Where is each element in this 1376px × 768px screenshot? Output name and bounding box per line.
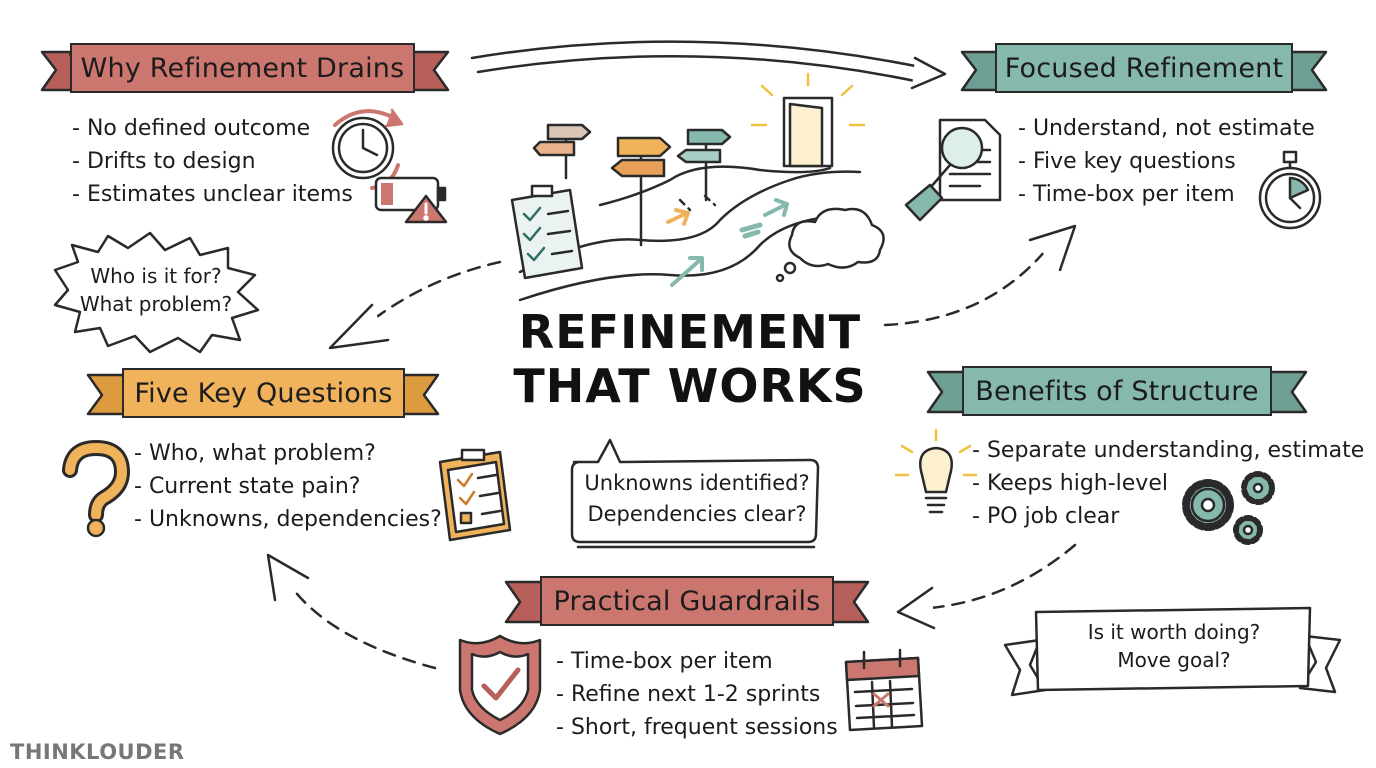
- warning-icon: [404, 194, 448, 224]
- questions-list: Who, what problem? Current state pain? U…: [134, 437, 442, 536]
- callout-line: Who is it for?: [90, 264, 222, 288]
- arrow-left-lower: [288, 583, 437, 670]
- list-item: Current state pain?: [134, 470, 442, 503]
- list-item: Unknowns, dependencies?: [134, 503, 442, 536]
- drains-list: No defined outcome Drifts to design Esti…: [72, 112, 353, 211]
- clipboard-icon: [438, 448, 512, 542]
- guardrails-list: Time-box per item Refine next 1-2 sprint…: [556, 645, 838, 744]
- arrow-right-upper: [883, 243, 1052, 327]
- page-title: REFINEMENT THAT WORKS: [470, 305, 910, 413]
- worth-callout-shape: [1003, 606, 1342, 697]
- callout-line: Is it worth doing?: [1087, 620, 1261, 644]
- arrow-top: [470, 40, 937, 72]
- list-item: Drifts to design: [72, 145, 353, 178]
- guardrails-heading: Practical Guardrails: [540, 576, 834, 626]
- unknowns-callout-shape: [570, 438, 820, 549]
- central-scene: [518, 72, 885, 302]
- benefits-heading: Benefits of Structure: [962, 366, 1272, 416]
- callout-line: Dependencies clear?: [587, 502, 807, 526]
- callout-line: What problem?: [79, 292, 233, 316]
- list-item: Who, what problem?: [134, 437, 442, 470]
- cloud-icon: [775, 207, 885, 283]
- list-item: Estimates unclear items: [72, 178, 353, 211]
- title-line-1: REFINEMENT: [518, 305, 862, 359]
- list-item: Separate understanding, estimate: [972, 434, 1364, 467]
- lightbulb-icon: [894, 428, 978, 514]
- callout-line: Unknowns identified?: [584, 471, 810, 495]
- callout-line: Move goal?: [1117, 648, 1231, 672]
- drains-heading: Why Refinement Drains: [70, 43, 415, 93]
- who-callout-shape: [53, 231, 260, 354]
- focused-list: Understand, not estimate Five key questi…: [1018, 112, 1315, 211]
- arrow-right-lower: [928, 543, 1077, 610]
- list-item: PO job clear: [972, 500, 1364, 533]
- brand-logo: THINKLOUDER: [10, 740, 185, 764]
- calendar-icon: [844, 648, 924, 732]
- questions-heading: Five Key Questions: [122, 368, 405, 418]
- signpost-icon: [532, 123, 732, 247]
- list-item: Refine next 1-2 sprints: [556, 678, 838, 711]
- door-icon: [750, 72, 866, 168]
- magnifier-icon: [904, 118, 1002, 222]
- list-item: Short, frequent sessions: [556, 711, 838, 744]
- list-item: Time-box per item: [556, 645, 838, 678]
- unknowns-callout: Unknowns identified? Dependencies clear?: [578, 468, 816, 530]
- title-line-2: THAT WORKS: [513, 359, 867, 413]
- list-item: No defined outcome: [72, 112, 353, 145]
- benefits-list: Separate understanding, estimate Keeps h…: [972, 434, 1364, 533]
- list-item: Understand, not estimate: [1018, 112, 1315, 145]
- focused-heading: Focused Refinement: [995, 43, 1293, 93]
- flow-arrows: [266, 40, 1077, 670]
- worth-callout: Is it worth doing? Move goal?: [1040, 618, 1308, 674]
- clipboard-icon: [510, 184, 584, 280]
- who-callout: Who is it for? What problem?: [70, 262, 242, 318]
- list-item: Five key questions: [1018, 145, 1315, 178]
- list-item: Time-box per item: [1018, 178, 1315, 211]
- list-item: Keeps high-level: [972, 467, 1364, 500]
- shield-check-icon: [458, 634, 542, 736]
- question-mark-icon: [62, 440, 130, 538]
